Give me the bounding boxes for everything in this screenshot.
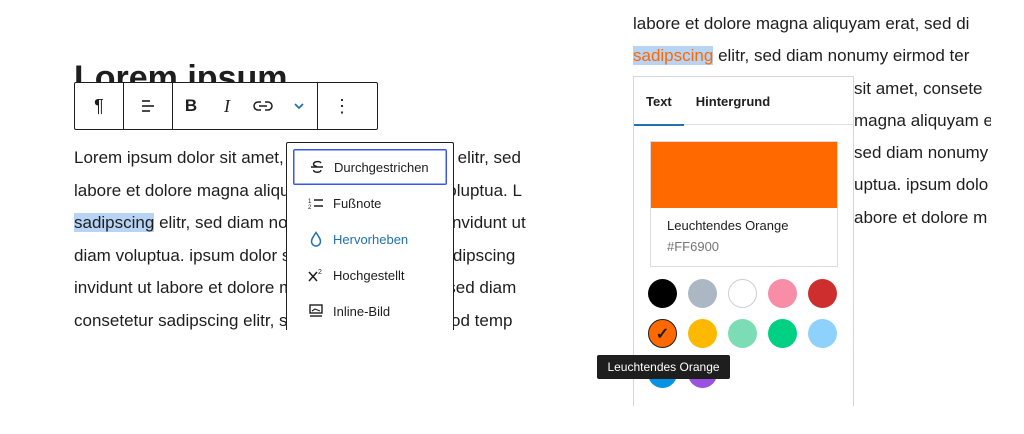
highlight-drop-icon (305, 231, 327, 247)
checkmark-icon: ✓ (655, 325, 670, 343)
color-preview-swatch[interactable] (651, 142, 837, 208)
color-tooltip: Leuchtendes Orange (597, 355, 730, 379)
color-swatch-red[interactable] (808, 279, 837, 308)
more-formats-button[interactable] (281, 83, 317, 129)
text-line: abore et dolore m (854, 207, 988, 227)
align-group (124, 83, 173, 129)
text-line: magna aliquyam e (854, 110, 991, 130)
color-swatch-orange-selected[interactable]: ✓ (648, 319, 677, 348)
italic-button[interactable]: I (224, 95, 230, 116)
svg-text:1: 1 (308, 199, 312, 205)
options-group: ⋮ (318, 83, 366, 129)
color-hex: #FF6900 (667, 239, 720, 254)
left-editor-panel: Lorem ipsum ¶ B I (74, 59, 526, 330)
paragraph-icon: ¶ (94, 95, 104, 116)
selected-word: sadipscing (633, 46, 714, 66)
format-group: B I (173, 83, 318, 129)
tab-text[interactable]: Text (634, 77, 684, 126)
highlight-menu-item[interactable]: Hervorheben (293, 221, 447, 257)
color-tabs: Text Hintergrund (634, 77, 853, 126)
paragraph-block[interactable]: labore et dolore magna aliquyam erat, se… (633, 14, 991, 238)
selected-color-preview: Leuchtendes Orange #FF6900 (650, 141, 838, 267)
color-swatch-pink[interactable] (768, 279, 797, 308)
align-icon (142, 100, 154, 112)
text-line: labore et dolore magna aliquyam erat, se… (633, 14, 970, 33)
strikethrough-menu-item[interactable]: Durchgestrichen (293, 149, 447, 185)
more-vertical-icon: ⋮ (333, 95, 351, 116)
inline-image-icon (305, 303, 327, 319)
color-swatch-green[interactable] (768, 319, 797, 348)
align-button[interactable] (124, 83, 172, 129)
svg-text:2: 2 (318, 269, 322, 276)
color-swatch-gray[interactable] (688, 279, 717, 308)
bold-button[interactable]: B (184, 96, 198, 115)
text-line: sed diam nonumy (854, 143, 989, 163)
block-toolbar: ¶ B I (74, 82, 378, 130)
color-palette: ✓ (648, 279, 848, 388)
svg-text:2: 2 (308, 205, 312, 211)
link-icon (253, 101, 273, 111)
color-swatch-light-blue[interactable] (808, 319, 837, 348)
color-name: Leuchtendes Orange (667, 218, 789, 233)
block-type-group: ¶ (75, 83, 124, 129)
color-swatch-light-green[interactable] (728, 319, 757, 348)
color-swatch-black[interactable] (648, 279, 677, 308)
block-options-button[interactable]: ⋮ (318, 83, 366, 129)
text-line: sadipscing elitr, sed diam nonumy eirmod… (633, 46, 970, 66)
selected-word: sadipscing (74, 213, 155, 232)
text-line: sit amet, consete (854, 78, 983, 98)
text-line: uptua. ipsum dolo (854, 175, 989, 195)
link-button[interactable] (245, 83, 281, 129)
tab-background[interactable]: Hintergrund (695, 93, 771, 109)
inline-image-menu-item[interactable]: Inline-Bild (293, 293, 447, 329)
superscript-icon: 2 (305, 267, 327, 283)
chevron-down-icon (294, 103, 304, 110)
right-editor-panel: labore et dolore magna aliquyam erat, se… (633, 0, 991, 434)
color-swatch-white[interactable] (728, 279, 757, 308)
paragraph-block-button[interactable]: ¶ (75, 83, 123, 129)
strikethrough-icon (306, 159, 328, 175)
color-swatch-amber[interactable] (688, 319, 717, 348)
superscript-menu-item[interactable]: 2 Hochgestellt (293, 257, 447, 293)
color-popover: Text Hintergrund Leuchtendes Orange #FF6… (633, 76, 854, 406)
color-preview-info: Leuchtendes Orange #FF6900 (651, 208, 837, 266)
